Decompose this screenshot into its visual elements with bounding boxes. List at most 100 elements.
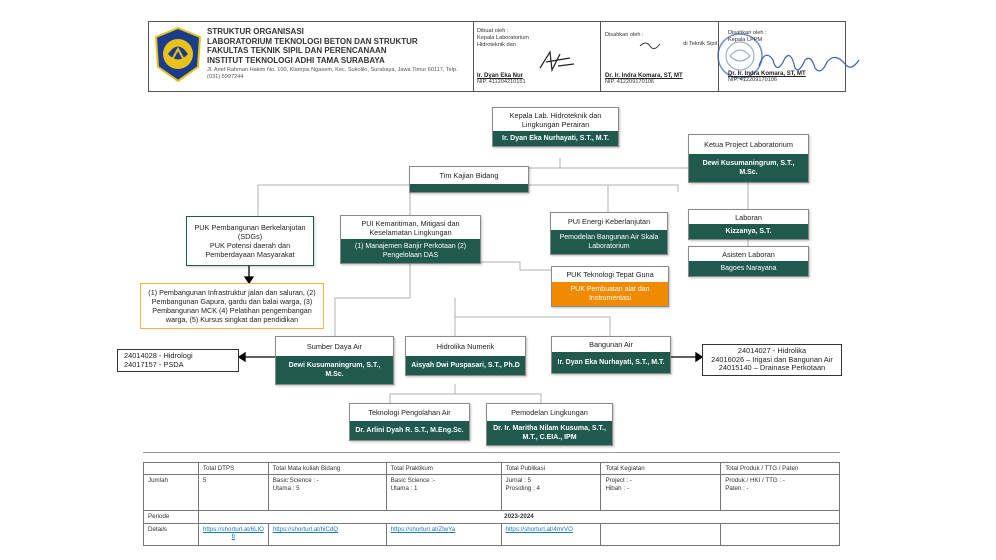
box-name: Bagoes Narayana	[689, 261, 808, 276]
box-title: Ketua Project Laboratorium	[704, 140, 793, 149]
signature-image	[639, 42, 661, 50]
table-header-cell: Total DTPS	[197, 461, 269, 476]
box-title: Sumber Daya Air	[306, 342, 363, 351]
box-title: PUI Energi Keberlanjutan	[567, 217, 651, 226]
title-line: INSTITUT TEKNOLOGI ADHI TAMA SURABAYA	[207, 55, 385, 65]
approved-nip: NIP. 412209170106	[605, 79, 655, 85]
course-code: 24016026 – Irigasi dan Bangunan Air	[711, 354, 833, 364]
puk-sdgs-box: PUK Pembangunan Berkelanjutan (SDGs) PUK…	[186, 216, 314, 266]
table-cell: https://shorturl.at/ZlwYa	[385, 522, 502, 546]
made-by-label: Dibuat oleh :	[477, 28, 509, 34]
table-cell	[720, 522, 840, 546]
box-name: Ir. Dyan Eka Nurhayati, S.T., M.T.	[493, 131, 618, 146]
box-title: Bangunan Air	[589, 340, 633, 349]
asisten-laboran-box: Asisten Laboran Bagoes Narayana	[688, 246, 809, 277]
approved-block: Disahkan oleh : di Teknik Sipil	[605, 32, 717, 48]
table-header-cell: Total Kegiatan	[600, 461, 722, 476]
sdgs-program-list: (1) Pembangunan Infrastruktur jalan dan …	[140, 283, 324, 329]
table-cell	[600, 522, 722, 546]
approved2-label: Disahkan oleh :	[728, 30, 767, 36]
laboran-box: Laboran Kizzanya, S.T.	[688, 209, 809, 240]
made-by-role: Kepala Laboratorium Hidroteknik dan Ling…	[477, 35, 529, 48]
table-row-periode: Periode 2023-2024	[143, 510, 841, 524]
header-divider	[600, 22, 601, 91]
pui-kemaritiman-box: PUI Kemaritiman, Mitigasi dan Keselamata…	[340, 215, 481, 264]
institute-logo	[154, 27, 202, 82]
box-title: PUK Pembangunan Berkelanjutan (SDGs)	[194, 223, 306, 241]
table-header-cell	[143, 461, 199, 476]
box-name: Dr. Ir. Maritha Nilam Kusuma, S.T., M.T.…	[487, 421, 612, 445]
table-cell: Project : - Hibah : -	[600, 474, 722, 512]
course-code: 24014028 - Hidrologi	[124, 351, 193, 360]
signature-image	[758, 54, 860, 72]
box-title: Tim Kajian Bidang	[439, 171, 499, 180]
table-cell: Basic Science :- Utama : 1	[385, 474, 502, 512]
title-line: STRUKTUR ORGANISASI	[207, 27, 304, 36]
box-title: Laboran	[735, 213, 762, 222]
table-cell: https://shorturl.at/hiCdQ	[267, 522, 387, 546]
pemodelan-lingkungan-box: Pemodelan Lingkungan Dr. Ir. Maritha Nil…	[486, 403, 613, 446]
made-by-signatory: Ir. Dyan Eka Nur NIP. 411204210151	[477, 73, 595, 85]
course-code: 24014027 - Hidrolika	[737, 346, 807, 355]
signature-image	[539, 50, 575, 73]
sumber-daya-air-box: Sumber Daya Air Dewi Kusumaningrum, S.T.…	[275, 336, 394, 385]
bangunan-air-box: Bangunan Air Ir. Dyan Eka Nurhayati, S.T…	[551, 336, 671, 374]
box-name: Kizzanya, S.T.	[689, 224, 808, 239]
summary-table: Total DTPS Total Mata kuliah Bidang Tota…	[143, 461, 841, 546]
head-lab-box: Kepala Lab. Hidroteknik dan Lingkungan P…	[492, 107, 619, 147]
box-name-bar	[410, 184, 528, 192]
approved-signatory: Dr. Ir. Indra Komara, ST, MT NIP. 412209…	[605, 73, 717, 85]
details-link[interactable]: https://shorturl.at/hiCdQ	[272, 525, 339, 533]
box-name: Dewi Kusumaningrum, S.T., M.Sc.	[276, 356, 393, 384]
course-code: 24015140 – Drainase Perkotaan	[718, 363, 826, 373]
box-name: Aisyah Dwi Puspasari, S.T., Ph.D	[406, 356, 525, 375]
table-cell: https://shorturl.at/4mrVO	[500, 522, 602, 546]
box-title: Asisten Laboran	[722, 250, 775, 259]
details-link[interactable]: https://shorturl.at/4mrVO	[505, 525, 573, 533]
made-by-name: Ir. Dyan Eka Nur	[477, 73, 524, 79]
box-title: PUI Kemaritiman, Mitigasi dan Keselamata…	[361, 219, 460, 237]
box-items: PUK Pembuatan alat dan Instrumentasi	[552, 282, 668, 306]
table-cell: Jumlah	[143, 474, 199, 512]
course-codes-right: 24014027 - Hidrolika 24016026 – Irigasi …	[702, 344, 842, 376]
table-cell: https://shorturl.at/6LlOb	[197, 522, 269, 546]
teknologi-pengolahan-air-box: Teknologi Pengolahan Air Dr. Arlini Dyah…	[349, 403, 470, 441]
box-name: Dewi Kusumaningrum, S.T., M.Sc.	[689, 154, 808, 182]
box-title: Pemodelan Lingkungan	[511, 408, 588, 417]
course-codes-left: 24014028 - Hidrologi 24017157 - PSDA	[117, 349, 239, 373]
approved2-role: Kepala LPPM	[728, 37, 763, 43]
made-by-nip: NIP. 411204210151	[477, 79, 526, 85]
box-items: Pemodelan Bangunan Air Skala Laboratoriu…	[551, 230, 667, 254]
pui-energi-box: PUI Energi Keberlanjutan Pemodelan Bangu…	[550, 212, 668, 255]
box-name: Ir. Dyan Eka Nurhayati, S.T., M.T.	[552, 352, 670, 373]
organization-title: STRUKTUR ORGANISASI LABORATORIUM TEKNOLO…	[207, 27, 472, 65]
table-cell: 5	[197, 474, 269, 512]
box-title: Hidrolika Numerik	[436, 342, 495, 351]
table-header-cell: Total Praktikum	[385, 461, 502, 476]
box-name: Dr. Arlini Dyah R. S.T., M.Eng.Sc.	[350, 421, 469, 440]
table-cell: Basic Science : - Utama : 5	[267, 474, 387, 512]
section-divider	[143, 452, 840, 453]
table-cell: Periode	[143, 510, 199, 524]
stamp-image	[717, 33, 763, 79]
box-title: Teknologi Pengolahan Air	[368, 408, 451, 417]
approved2-block: Disahkan oleh : Kepala LPPM	[728, 30, 840, 44]
details-link[interactable]: https://shorturl.at/ZlwYa	[390, 525, 456, 533]
header-divider	[473, 22, 474, 91]
box-title: Kepala Lab. Hidroteknik dan Lingkungan P…	[509, 111, 602, 129]
approved2-nip: NIP. 412209170106	[728, 77, 778, 83]
details-link[interactable]: https://shorturl.at/6LlOb	[202, 525, 264, 541]
table-header-cell: Total Mata kuliah Bidang	[267, 461, 387, 476]
table-cell: Jurnal : 5 Prosiding : 4	[500, 474, 602, 512]
table-header-cell: Total Publikasi	[500, 461, 602, 476]
made-by-block: Dibuat oleh : Kepala Laboratorium Hidrot…	[477, 28, 595, 49]
project-leader-box: Ketua Project Laboratorium Dewi Kusumani…	[688, 134, 809, 183]
approved2-name: Dr. Ir. Indra Komara, ST, MT	[728, 71, 806, 77]
approved2-signatory: Dr. Ir. Indra Komara, ST, MT NIP. 412209…	[728, 71, 840, 83]
approved-name: Dr. Ir. Indra Komara, ST, MT	[605, 73, 683, 79]
title-line: LABORATORIUM TEKNOLOGI BETON DAN STRUKTU…	[207, 36, 418, 46]
course-code: 24017157 - PSDA	[124, 359, 184, 369]
approved-role: di Teknik Sipil	[683, 41, 717, 47]
puk-ttg-box: PUK Teknologi Tepat Guna PUK Pembuatan a…	[551, 266, 669, 307]
table-header-cell: Total Produk / TTG / Paten	[720, 461, 840, 476]
